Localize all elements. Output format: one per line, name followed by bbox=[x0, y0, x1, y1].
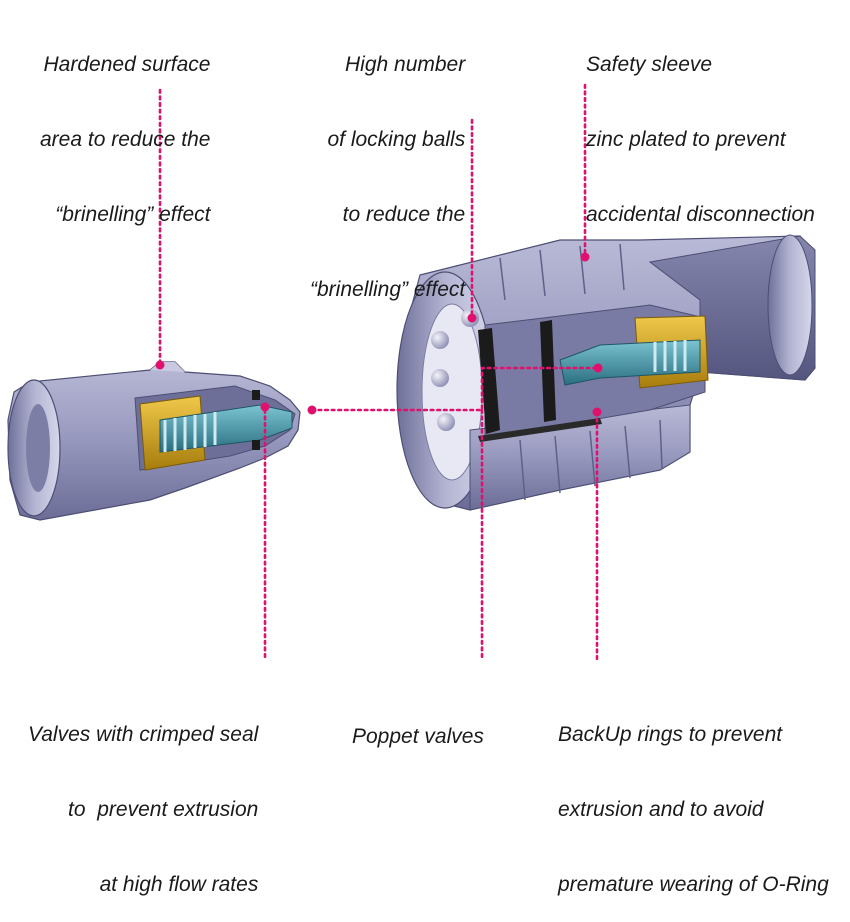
callout-line: Valves with crimped seal bbox=[28, 723, 259, 746]
callout-line: High number bbox=[345, 53, 466, 76]
male-bore-inner bbox=[26, 404, 50, 492]
leader-dot bbox=[592, 407, 602, 417]
callout-backup-rings: BackUp rings to prevent extrusion and to… bbox=[558, 672, 829, 922]
locking-ball bbox=[431, 331, 449, 349]
leader-dot bbox=[307, 405, 317, 415]
callout-crimped-seal: Valves with crimped seal to prevent extr… bbox=[28, 672, 258, 922]
callout-line: at high flow rates bbox=[99, 873, 259, 896]
callout-line: area to reduce the bbox=[40, 128, 211, 151]
callout-line: zinc plated to prevent bbox=[586, 128, 786, 151]
male-seal-lower bbox=[252, 440, 260, 450]
female-o-ring-black bbox=[478, 328, 500, 434]
callout-line: Hardened surface bbox=[43, 53, 211, 76]
leader-dot bbox=[467, 313, 477, 323]
leader-dots bbox=[155, 252, 603, 417]
leader-lines bbox=[158, 83, 600, 662]
callout-hardened-surface: Hardened surface area to reduce the “bri… bbox=[40, 2, 210, 252]
female-spring bbox=[653, 340, 687, 372]
callout-line: Safety sleeve bbox=[586, 53, 713, 76]
male-seal bbox=[252, 390, 260, 400]
callout-locking-balls: High number of locking balls to reduce t… bbox=[310, 2, 465, 327]
locking-ball bbox=[437, 413, 455, 431]
callout-line: to reduce the bbox=[342, 203, 466, 226]
callout-line: to prevent extrusion bbox=[68, 798, 259, 821]
callout-line: Poppet valves bbox=[352, 725, 484, 748]
leader-dot bbox=[260, 402, 270, 412]
callout-line: accidental disconnection bbox=[586, 203, 815, 226]
callout-safety-sleeve: Safety sleeve zinc plated to prevent acc… bbox=[586, 2, 815, 252]
callout-line: “brinelling” effect bbox=[55, 203, 211, 226]
leader-poppet-valves bbox=[310, 366, 600, 412]
locking-ball bbox=[431, 369, 449, 387]
sleeve-ridges bbox=[519, 419, 663, 501]
male-blue-poppet bbox=[159, 404, 293, 453]
leader-dot bbox=[593, 363, 603, 373]
callout-line: of locking balls bbox=[327, 128, 466, 151]
callout-line: BackUp rings to prevent bbox=[558, 723, 783, 746]
male-spring bbox=[163, 412, 217, 452]
callout-line: “brinelling” effect bbox=[310, 278, 466, 301]
callout-line: premature wearing of O-Ring bbox=[558, 873, 829, 896]
female-o-ring-black-2 bbox=[540, 320, 556, 422]
top-ridges bbox=[499, 243, 625, 301]
male-coupling-half bbox=[7, 361, 301, 521]
backup-ring bbox=[478, 418, 602, 442]
callout-poppet-valves: Poppet valves bbox=[352, 674, 484, 774]
leader-dot bbox=[155, 360, 165, 370]
coupling-illustration bbox=[7, 83, 816, 662]
leader-dot bbox=[580, 252, 590, 262]
female-coupling-half bbox=[396, 234, 816, 511]
female-rear-bore bbox=[767, 234, 813, 376]
callout-line: extrusion and to avoid bbox=[558, 798, 764, 821]
